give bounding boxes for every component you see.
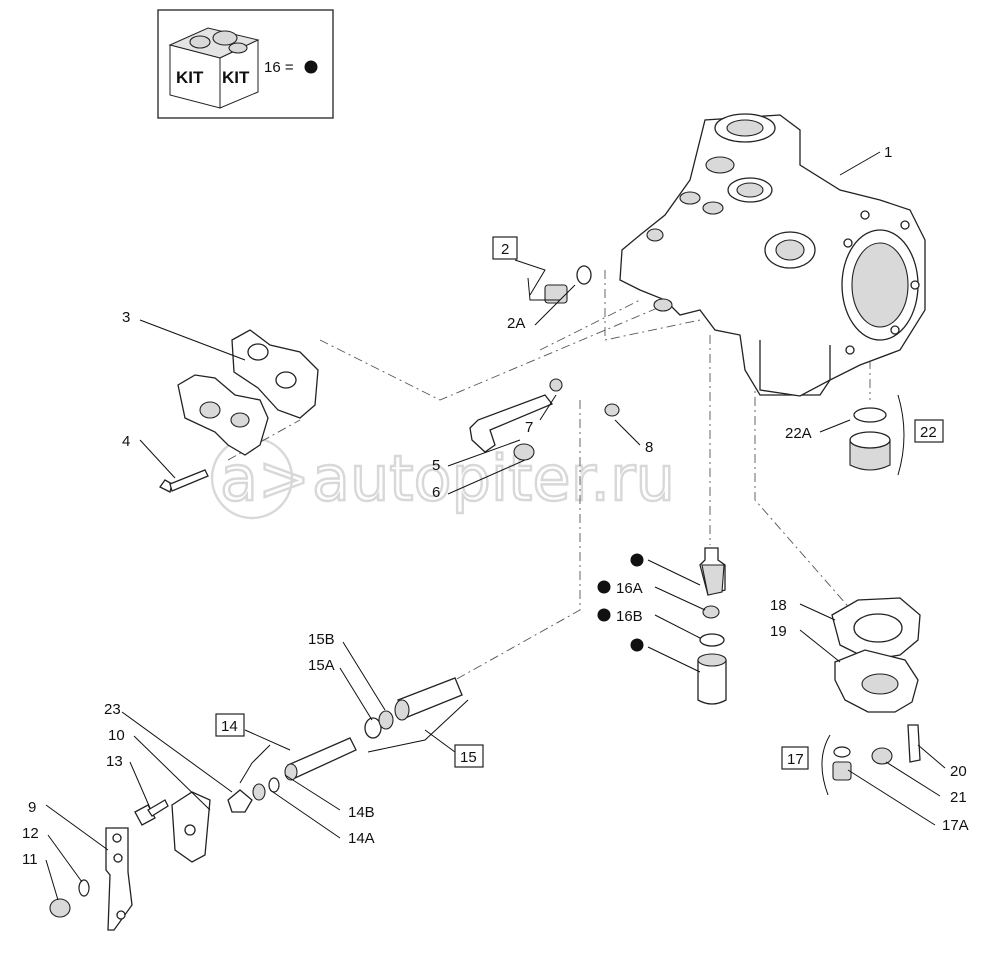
label-8: 8: [645, 439, 653, 456]
label-19: 19: [770, 623, 787, 640]
label-3: 3: [122, 309, 130, 326]
label-16A: 16A: [616, 580, 643, 597]
label-12: 12: [22, 825, 39, 842]
gasket-part-18: [831, 597, 921, 661]
plug-part-8: [604, 403, 620, 417]
shaft-part-14: [227, 737, 357, 813]
label-14A: 14A: [348, 830, 375, 847]
housing-part-1: [619, 113, 926, 397]
seat-part-16: [697, 659, 727, 705]
label-1: 1: [884, 144, 892, 161]
bolt-part-20: [907, 724, 921, 763]
nut-part-11: [49, 898, 71, 918]
plug-part-17A: [832, 746, 852, 781]
nut-part-6: [513, 443, 535, 461]
nut-part-21: [871, 747, 893, 765]
shaft-part-15: [364, 677, 463, 739]
label-4: 4: [122, 433, 130, 450]
bolt-part-4: [159, 469, 209, 493]
kit-dot-16A: [597, 580, 611, 594]
label-23: 23: [104, 701, 121, 718]
kit-legend: KIT KIT 16 =: [157, 9, 334, 119]
watermark-text: autopiter.ru: [312, 442, 675, 515]
cap-part-22A: [849, 407, 891, 471]
cover-part-19: [834, 649, 919, 713]
assembly-lines: [227, 270, 871, 681]
spring-part-23: [227, 789, 253, 813]
label-7: 7: [525, 419, 533, 436]
label-11: 11: [22, 851, 38, 868]
part-labels: 1 2 2A 3 4 5 6 7 8 9 10 11 12 13 14 14A …: [22, 144, 969, 868]
label-2A: 2A: [507, 315, 525, 332]
kit-dot-icon: [304, 60, 318, 74]
svg-text:a>: a>: [220, 442, 310, 515]
pin-part-5: [469, 378, 620, 461]
label-15: 15: [460, 749, 477, 766]
kit-word-left: KIT: [176, 68, 204, 87]
label-21: 21: [950, 789, 967, 806]
bolt-part-13: [134, 799, 169, 826]
spring-part-16A: [702, 605, 720, 619]
ring-part-12: [78, 879, 90, 897]
label-10: 10: [108, 727, 125, 744]
kit-word-right: KIT: [222, 68, 250, 87]
label-14B: 14B: [348, 804, 375, 821]
label-15A: 15A: [308, 657, 335, 674]
label-2: 2: [501, 241, 509, 258]
plug-part-2A: [544, 265, 592, 304]
gasket-part-3: [177, 329, 319, 456]
label-9: 9: [28, 799, 36, 816]
label-20: 20: [950, 763, 967, 780]
label-18: 18: [770, 597, 787, 614]
label-17: 17: [787, 751, 804, 768]
label-13: 13: [106, 753, 123, 770]
kit-legend-text: 16 =: [264, 59, 294, 76]
ring-part-16B: [699, 633, 725, 647]
label-15B: 15B: [308, 631, 335, 648]
kit-dot-16B: [597, 608, 611, 622]
plug-part-7: [549, 378, 563, 392]
label-22: 22: [920, 424, 937, 441]
label-22A: 22A: [785, 425, 812, 442]
leader-lines: [45, 151, 946, 901]
lever-part-9: [105, 827, 133, 931]
label-6: 6: [432, 484, 440, 501]
valve-part-16: [697, 547, 727, 705]
label-17A: 17A: [942, 817, 969, 834]
kit-dot-16-seat: [630, 638, 644, 652]
lever-part-10: [171, 791, 211, 863]
watermark: a> autopiter.ru: [210, 436, 676, 520]
label-14: 14: [221, 718, 238, 735]
label-5: 5: [432, 457, 440, 474]
kit-dot-16: [630, 553, 644, 567]
label-16B: 16B: [616, 608, 643, 625]
